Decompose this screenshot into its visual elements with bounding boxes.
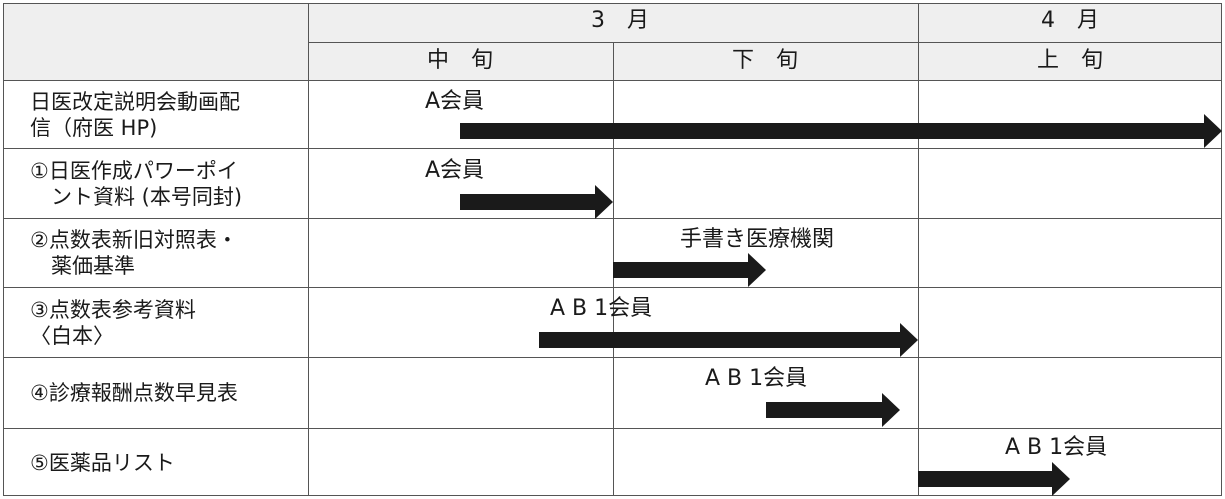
period-header-early: 上 旬: [1036, 48, 1103, 73]
grid-line: [918, 3, 919, 496]
grid-line: [3, 428, 1222, 429]
bar-label: A B 1会員: [705, 366, 808, 391]
row-label-line: 信（府医 HP): [30, 116, 158, 140]
bar-label: 手書き医療機関: [680, 227, 835, 252]
grid-line: [3, 287, 1222, 288]
period-header-late: 下 旬: [731, 48, 798, 73]
grid-line: [3, 357, 1222, 358]
row-label-reference-book: ③点数表参考資料 〈白本〉: [30, 297, 196, 349]
header-shade: [3, 3, 1222, 80]
row-label-line: ④診療報酬点数早見表: [30, 381, 238, 405]
row-label-powerpoint: ①日医作成パワーポイ ント資料 (本号同封): [30, 158, 242, 210]
bar-label: A B 1会員: [550, 296, 653, 321]
schedule-arrow: [918, 462, 1070, 496]
grid-line: [308, 3, 309, 496]
row-label-comparison-table: ②点数表新旧対照表・ 薬価基準: [30, 227, 238, 279]
row-label-drug-list: ⑤医薬品リスト: [30, 450, 175, 476]
row-label-line: ⑤医薬品リスト: [30, 451, 175, 475]
row-label-line: 薬価基準: [30, 254, 135, 278]
schedule-arrow: [460, 185, 613, 219]
row-label-line: 〈白本〉: [30, 324, 114, 348]
schedule-arrow: [539, 323, 918, 357]
grid-line: [3, 495, 1222, 496]
grid-line: [3, 3, 4, 496]
row-label-line: ②点数表新旧対照表・: [30, 228, 238, 252]
bar-label: A会員: [425, 89, 485, 114]
bar-label: A B 1会員: [1005, 435, 1108, 460]
grid-line: [1221, 3, 1222, 496]
bar-label: A会員: [425, 158, 485, 183]
row-label-line: ③点数表参考資料: [30, 298, 196, 322]
row-label-video: 日医改定説明会動画配 信（府医 HP): [30, 89, 240, 141]
row-label-line: 日医改定説明会動画配: [30, 90, 240, 114]
row-label-line: ①日医作成パワーポイ: [30, 159, 238, 183]
row-label-line: ント資料 (本号同封): [30, 185, 243, 209]
grid-line: [308, 42, 1222, 43]
grid-line: [3, 80, 1222, 81]
schedule-arrow: [613, 253, 766, 287]
grid-line: [3, 3, 1222, 4]
grid-line: [3, 148, 1222, 149]
month-header-march: 3 月: [591, 8, 649, 33]
row-label-quick-reference: ④診療報酬点数早見表: [30, 380, 238, 406]
month-header-april: 4 月: [1041, 8, 1099, 33]
period-header-mid: 中 旬: [426, 48, 493, 73]
schedule-arrow: [460, 114, 1222, 148]
schedule-arrow: [766, 393, 900, 427]
